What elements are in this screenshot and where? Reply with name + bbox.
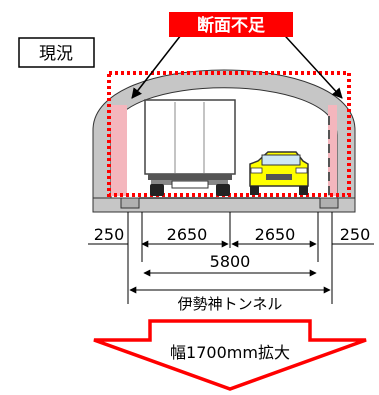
status-label-box <box>18 37 95 68</box>
tunnel-name: 伊勢神トンネル <box>178 295 283 313</box>
expansion-label: 幅1700mm拡大 <box>170 343 290 362</box>
truck-illustration <box>144 99 236 196</box>
right-deficiency-zone <box>328 105 337 196</box>
road-slab <box>92 197 356 213</box>
car-illustration <box>249 151 309 195</box>
dim-left-shoulder: 250 <box>94 225 125 244</box>
dimension-lines <box>88 212 374 304</box>
problem-label: 断面不足 <box>197 15 265 36</box>
left-deficiency-zone <box>111 105 127 196</box>
status-label: 現況 <box>39 44 73 64</box>
pointer-arrow-right <box>275 25 343 99</box>
dim-carriageway-total: 5800 <box>210 252 251 271</box>
dim-right-shoulder: 250 <box>340 225 371 244</box>
pointer-arrow-left <box>131 25 189 99</box>
expansion-arrow <box>93 319 367 391</box>
problem-label-box <box>169 12 293 37</box>
dim-left-lane: 2650 <box>167 225 208 244</box>
dim-right-lane: 2650 <box>255 225 296 244</box>
